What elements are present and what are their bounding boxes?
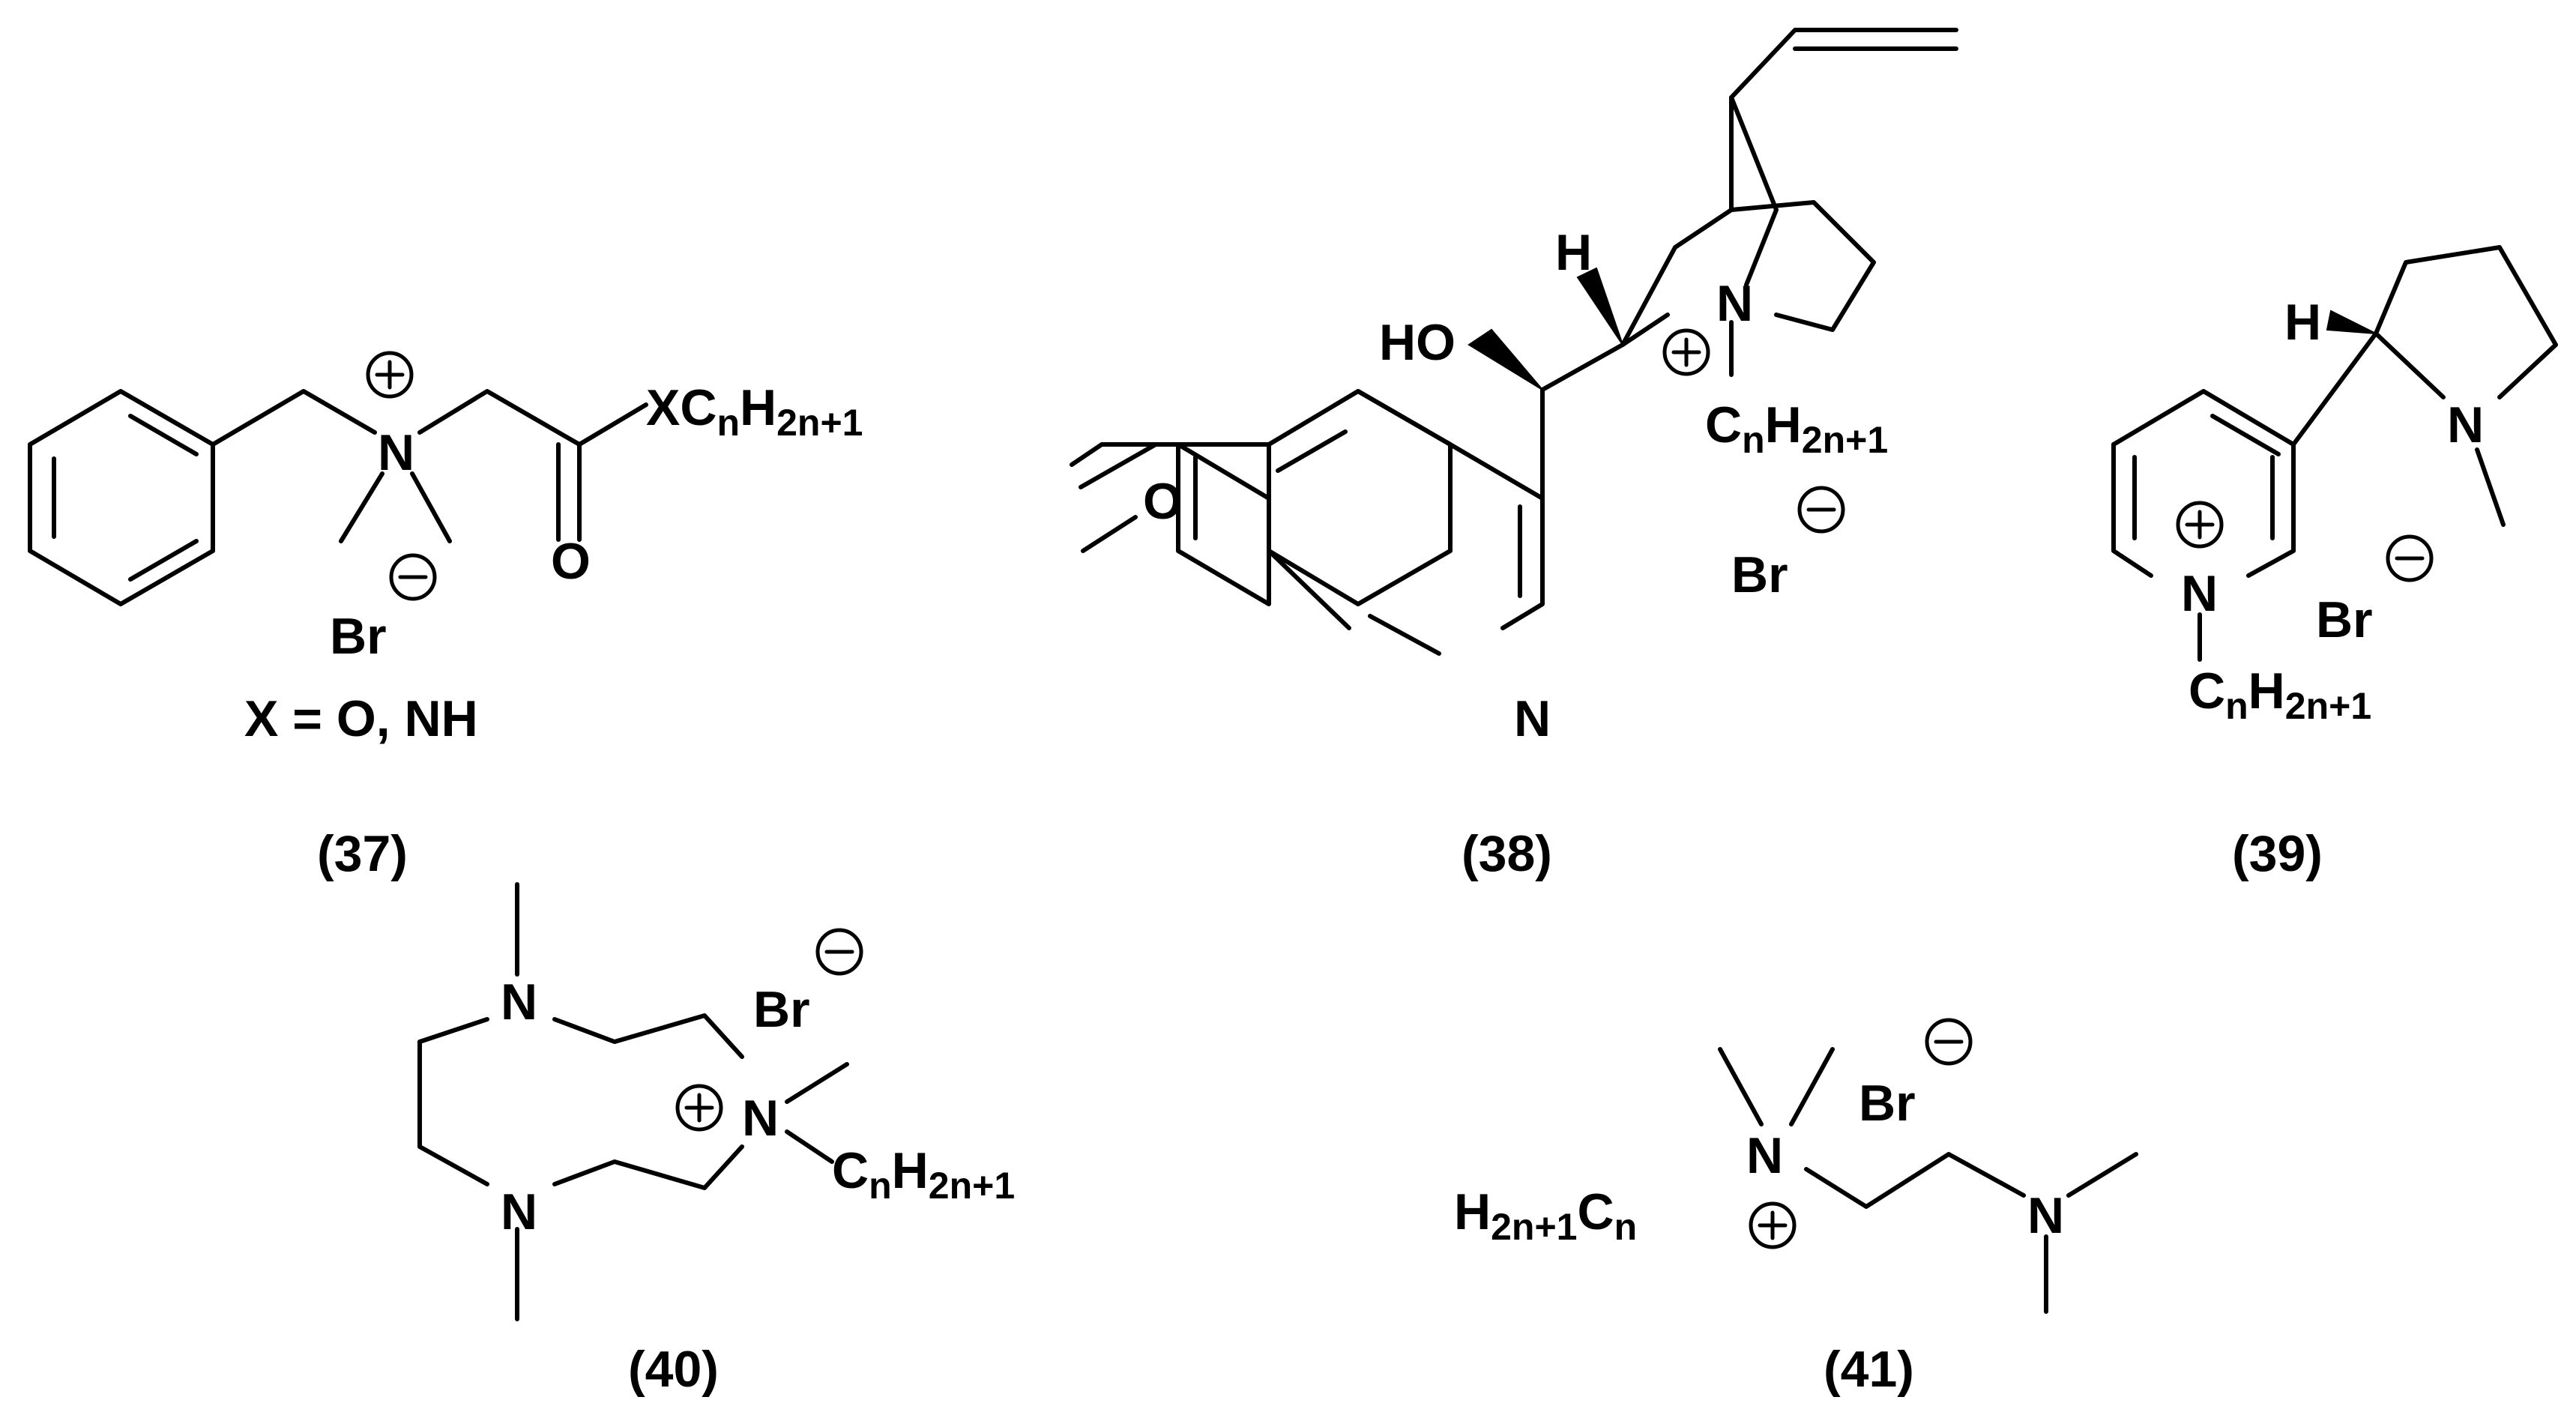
bromide-41: Br xyxy=(1859,1075,1916,1132)
negative-charge-icon xyxy=(2388,537,2431,580)
positive-charge-icon xyxy=(1751,1204,1794,1247)
methoxy-methyl-bond xyxy=(1081,515,1138,553)
pyrrolidine-nitrogen: N xyxy=(2447,396,2484,453)
chain-bonds xyxy=(211,389,648,543)
nitrogen-bottom-40: N xyxy=(501,1183,537,1240)
alkyl-39: CnH2n+1 xyxy=(2189,663,2371,727)
quinuclidine-bonds xyxy=(1576,28,1958,377)
compound-40: N N N Br CnH2n+1 (40) xyxy=(417,882,1015,1398)
caption-38: (38) xyxy=(1462,825,1552,882)
quaternary-nitrogen-41: N xyxy=(1746,1127,1783,1184)
compound-39: N CnH2n+1 H N Br (39) xyxy=(2111,245,2558,882)
quaternary-nitrogen-38: N xyxy=(1716,275,1753,332)
positive-charge-icon xyxy=(2178,503,2221,546)
compound-38: N O HO H N CnH2n+1 Br (38) xyxy=(1070,28,1958,882)
bromide-39: Br xyxy=(2316,591,2373,648)
benzene-ring xyxy=(28,389,215,606)
caption-37: (37) xyxy=(317,825,408,882)
macrocycle-bonds xyxy=(417,882,849,1321)
methoxy-oxygen: O xyxy=(1143,473,1183,530)
positive-charge-icon xyxy=(678,1086,721,1129)
bromide-40: Br xyxy=(753,981,810,1038)
positive-charge-icon xyxy=(1665,331,1708,374)
caption-39: (39) xyxy=(2232,825,2323,882)
negative-charge-icon xyxy=(818,930,861,974)
hydroxyl-group: HO xyxy=(1379,314,1456,371)
alkyl-41: H2n+1Cn xyxy=(1454,1183,1637,1248)
substituent-37: XCnH2n+1 xyxy=(646,379,863,444)
carbonyl-oxygen-37: O xyxy=(551,533,591,590)
negative-charge-icon xyxy=(391,555,435,599)
h-stereo-38: H xyxy=(1555,224,1592,281)
caption-40: (40) xyxy=(628,1341,719,1398)
bromide-38: Br xyxy=(1731,546,1788,603)
nitrogen-37: N xyxy=(378,424,414,481)
amine-nitrogen-41: N xyxy=(2027,1187,2064,1244)
alkyl-40: CnH2n+1 xyxy=(832,1142,1015,1207)
pyridinium-nitrogen: N xyxy=(2181,565,2218,622)
compound-37: N O XCnH2n+1 Br X = O, NH (37) xyxy=(28,353,863,882)
x-definition-note: X = O, NH xyxy=(244,690,478,747)
compound-41: N N Br H2n+1Cn (41) xyxy=(1454,1020,2138,1398)
h-stereo-39: H xyxy=(2284,294,2321,351)
nitrogen-top-40: N xyxy=(501,974,537,1031)
negative-charge-icon xyxy=(1800,488,1843,531)
caption-41: (41) xyxy=(1824,1341,1914,1398)
bromide-37: Br xyxy=(330,608,387,665)
positive-charge-icon xyxy=(368,353,411,396)
quinoline-nitrogen: N xyxy=(1514,690,1551,747)
negative-charge-icon xyxy=(1927,1020,1970,1063)
diamine-bonds xyxy=(1718,1047,2138,1314)
alkyl-38: CnH2n+1 xyxy=(1705,396,1888,461)
quaternary-nitrogen-40: N xyxy=(742,1090,779,1147)
quinoline-rings xyxy=(1070,389,1545,656)
pyrrolidine-ring xyxy=(2291,245,2558,527)
carbinol-bonds xyxy=(1468,328,1625,501)
